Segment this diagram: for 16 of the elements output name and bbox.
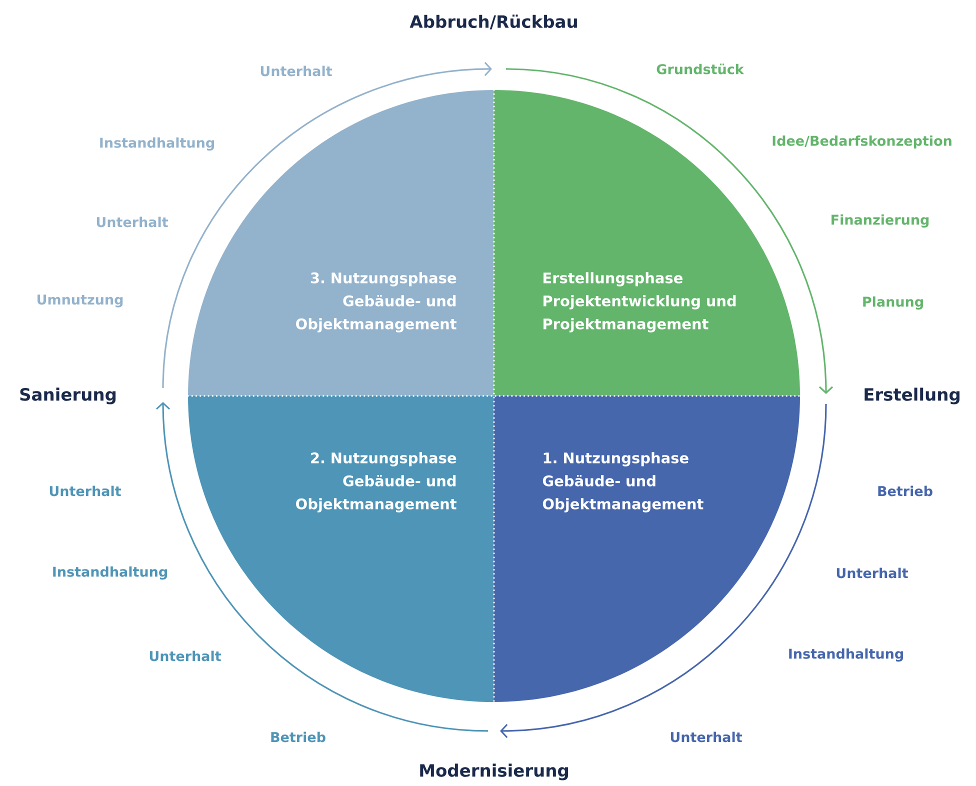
side-label: Betrieb [271,732,326,742]
stage-label: Sanierung [20,388,116,404]
side-label: Umnutzung [38,294,123,308]
side-label: Grundstück [656,64,744,74]
side-label: Unterhalt [260,66,332,76]
side-label: Instandhaltung [53,566,167,580]
stage-label: Abbruch/Rückbau [410,14,577,30]
side-label: Unterhalt [50,486,122,496]
side-label: Unterhalt [836,568,908,578]
side-label: Unterhalt [96,216,168,228]
stage-label: Modernisierung [420,764,568,780]
side-label: Finanzierung [832,214,929,228]
side-label: Betrieb [878,486,932,496]
stage-label: Erstellung [864,388,960,404]
side-label: Planung [863,296,923,310]
side-label: Unterhalt [670,732,742,742]
